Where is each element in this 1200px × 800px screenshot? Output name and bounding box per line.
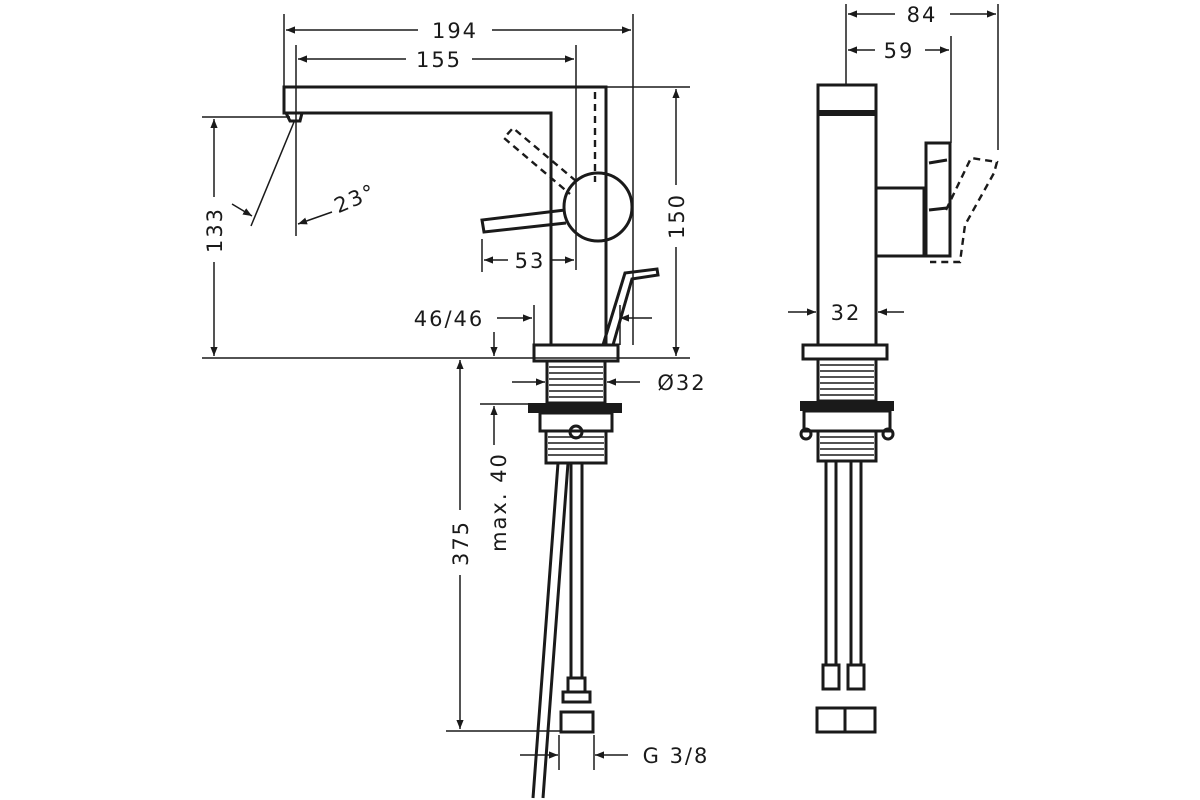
dim-194: 194 — [432, 19, 478, 43]
side-handle-disc — [924, 141, 952, 258]
side-plate — [800, 401, 894, 411]
popup-rod — [601, 267, 660, 346]
side-hub — [874, 186, 926, 258]
dim-max-40: max. 40 — [487, 452, 511, 552]
hose-nut-top — [561, 690, 592, 704]
dim-150: 150 — [665, 193, 689, 239]
side-disc-detail — [928, 158, 948, 212]
dim-32-side: 32 — [831, 301, 862, 325]
dimension-labels: 194 155 84 59 150 133 23° 53 46/46 32 Ø3… — [203, 3, 938, 768]
lower-nut — [544, 429, 608, 465]
dimension-lines — [202, 4, 999, 770]
handle-lever — [480, 208, 567, 234]
side-view — [799, 83, 999, 734]
side-bracket — [802, 409, 892, 433]
supply-hose — [569, 463, 584, 678]
dim-133: 133 — [203, 207, 227, 253]
dim-84: 84 — [907, 3, 938, 27]
dim-g-3-8: G 3/8 — [643, 744, 710, 768]
dim-46-46: 46/46 — [414, 307, 485, 331]
side-spout-band — [818, 110, 876, 116]
side-lever-alt — [930, 156, 999, 264]
side-flange — [801, 343, 889, 361]
handle-lever-alt — [502, 126, 577, 195]
front-view — [282, 85, 660, 799]
thread-lines — [549, 366, 603, 398]
dim-angle: 23° — [331, 179, 380, 218]
popup-rod-lower — [531, 462, 570, 799]
dim-diameter-32: Ø32 — [657, 371, 706, 395]
fixing-bracket — [538, 411, 614, 433]
dim-375: 375 — [449, 520, 473, 566]
dim-53: 53 — [515, 249, 546, 273]
hose-nut — [559, 710, 595, 734]
hose-crimp — [566, 676, 587, 694]
dim-59: 59 — [884, 39, 915, 63]
side-hoses — [824, 461, 863, 665]
handle-disc — [562, 171, 634, 243]
side-lower-nut — [816, 429, 878, 463]
dim-155: 155 — [416, 48, 462, 72]
mounting-plate — [528, 403, 622, 413]
